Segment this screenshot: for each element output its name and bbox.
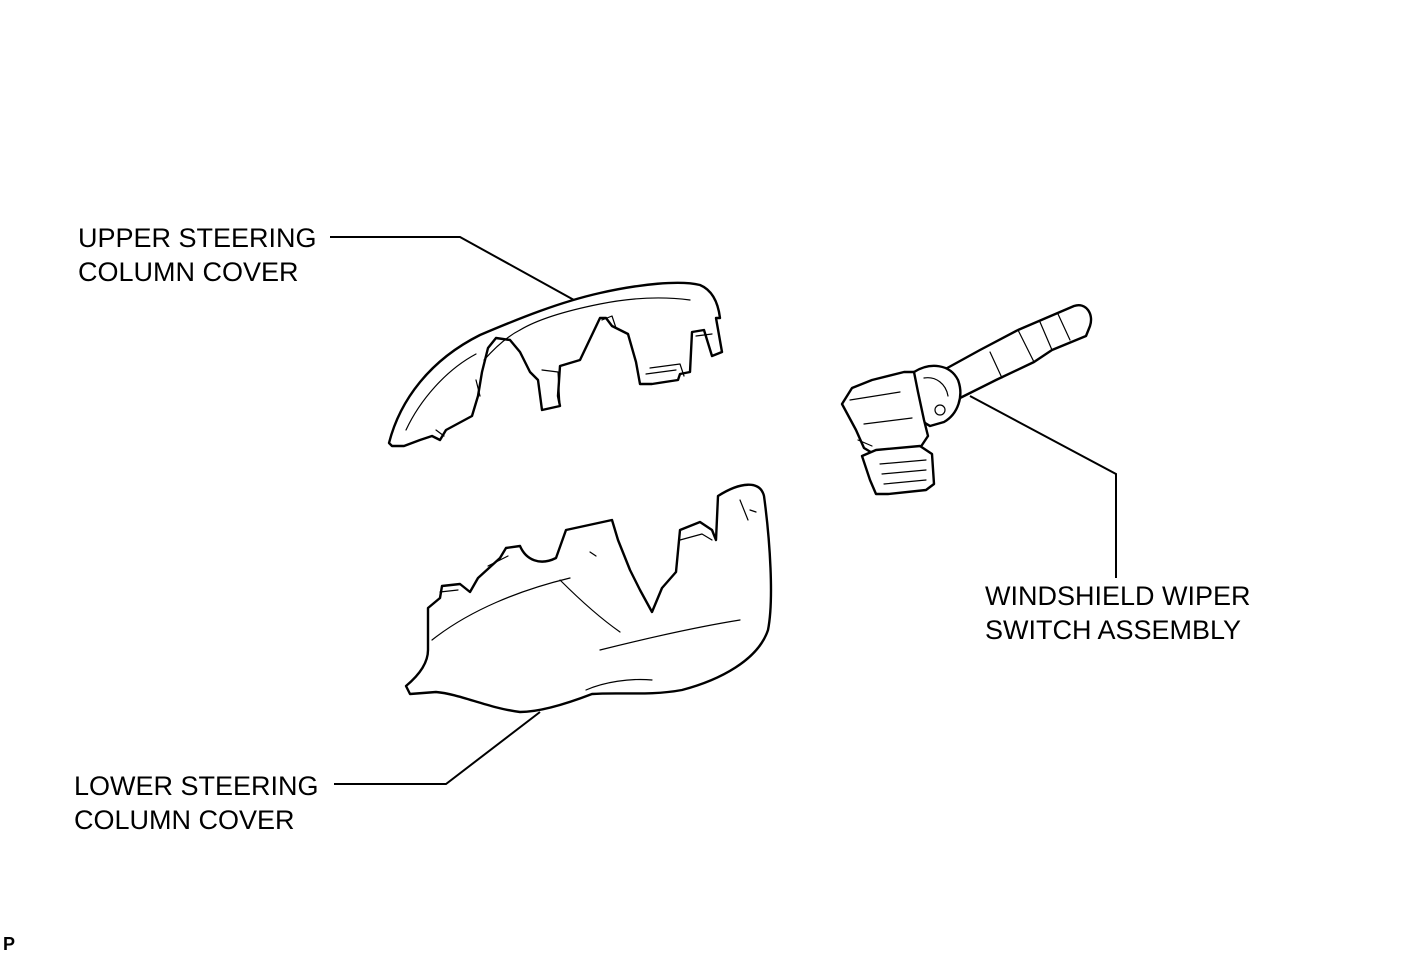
lower-cover-leader-line xyxy=(334,711,541,785)
windshield-wiper-switch-assembly xyxy=(840,304,1093,496)
windshield-wiper-switch-assembly-label: WINDSHIELD WIPER SWITCH ASSEMBLY xyxy=(985,579,1251,647)
corner-mark: P xyxy=(3,934,16,954)
upper-steering-column-cover-label: UPPER STEERING COLUMN COVER xyxy=(78,221,317,289)
lower-cover-label-line2: COLUMN COVER xyxy=(74,805,295,835)
wiper-switch-label-line2: SWITCH ASSEMBLY xyxy=(985,615,1242,645)
upper-cover-label-line2: COLUMN COVER xyxy=(78,257,299,287)
lower-steering-column-cover xyxy=(404,483,773,714)
wiper-switch-label-line1: WINDSHIELD WIPER xyxy=(985,581,1251,611)
wiper-switch-leader-line xyxy=(969,395,1117,578)
upper-cover-leader-line xyxy=(330,236,575,301)
upper-steering-column-cover xyxy=(387,281,724,448)
upper-cover-label-line1: UPPER STEERING xyxy=(78,223,317,253)
lower-steering-column-cover-label: LOWER STEERING COLUMN COVER xyxy=(74,769,319,837)
lower-cover-label-line1: LOWER STEERING xyxy=(74,771,319,801)
